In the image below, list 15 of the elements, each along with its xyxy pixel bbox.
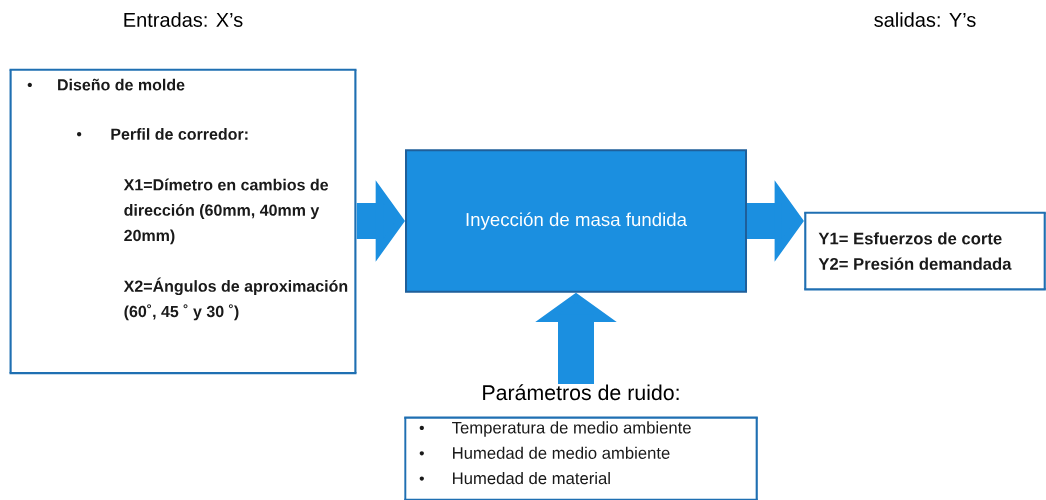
output-box xyxy=(804,12,1046,291)
output-text: Y1= Esfuerzos de corte xyxy=(818,232,1002,245)
heading: Entradas: X’s xyxy=(124,12,243,27)
heading: Parámetros de ruido: xyxy=(483,384,679,401)
output-text: Y2= Presión demandada xyxy=(818,257,1012,270)
parameter-text: X2=Ángulos de aproximación (60˚, 45 ˚ y 30 ˚) xyxy=(123,277,348,321)
heading: salidas: Y’s xyxy=(874,12,976,27)
noise-box xyxy=(404,384,758,500)
list-item: Temperatura de medio ambiente xyxy=(452,421,691,437)
input-box xyxy=(9,12,357,375)
list-item: Humedad de material xyxy=(453,471,610,485)
list-item: Humedad de medio ambiente xyxy=(453,446,670,459)
list-item: Perfil de corredor: xyxy=(111,128,248,140)
parameter-text: X1=Dímetro en cambios de dirección (60mm, 40mm y 20mm) xyxy=(123,178,329,245)
list-item: Diseño de molde xyxy=(58,78,185,91)
